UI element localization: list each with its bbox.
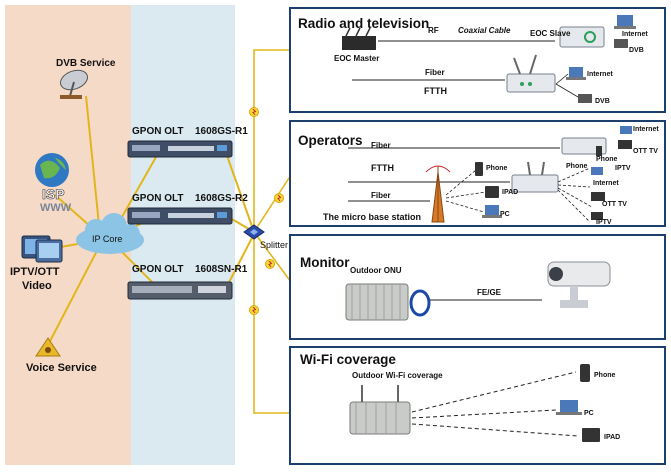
eoc-master-icon (342, 27, 376, 50)
router-icon (506, 54, 556, 93)
operator-dashes (445, 167, 593, 223)
eoc-slave-label: EOC Slave (530, 29, 571, 38)
dvb-service-label: DVB Service (56, 58, 116, 69)
router-icon (561, 137, 607, 155)
tablet-icon (582, 428, 600, 442)
lightning-icon (249, 107, 259, 117)
tv-icon (21, 235, 63, 263)
lightning-icons (249, 107, 284, 315)
internet-label: Internet (593, 180, 619, 187)
ip-core-label: IP Core (92, 234, 123, 244)
voice-service-label: Voice Service (26, 362, 97, 374)
laptop-icon (591, 167, 603, 175)
lightning-icon (265, 259, 275, 269)
outdoor-onu-label: Outdoor ONU (350, 266, 402, 275)
olt-label: GPON OLT (132, 264, 184, 275)
camera-icon (547, 261, 611, 308)
fiber-label: Fiber (371, 141, 391, 150)
cable-coil-icon (409, 289, 431, 317)
phone-icon (475, 162, 483, 176)
panel-title: Monitor (300, 255, 350, 270)
dvb-box-icon (578, 94, 592, 103)
iptv-label: IPTV/OTT (10, 266, 60, 278)
ftth-label: FTTH (371, 163, 394, 173)
trunk-links (253, 49, 292, 414)
ftth-label: FTTH (424, 86, 447, 96)
coax-label: Coaxial Cable (458, 26, 511, 35)
laptop-icon (556, 400, 582, 415)
dvb-label: DVB (629, 47, 644, 54)
cloud-icon (76, 213, 144, 254)
isp-label: ISP (42, 186, 65, 203)
lightning-icon (274, 193, 284, 203)
iptv-label: IPTV (615, 165, 631, 172)
phone-icon (596, 146, 602, 156)
internet-label: Internet (587, 71, 613, 78)
phone-label: Phone (566, 163, 588, 170)
voice-gateway-icon (35, 337, 61, 357)
olt-icon (127, 140, 233, 158)
outdoor-wifi-label: Outdoor Wi-Fi coverage (352, 371, 443, 380)
dvb-box-icon (614, 39, 628, 48)
dvb-label: DVB (595, 98, 610, 105)
phone-label: Phone (486, 165, 508, 172)
onu-icon (349, 385, 411, 435)
tv-icon (591, 192, 605, 201)
panel-radio-tv (289, 7, 666, 113)
iptv-label: IPTV (596, 219, 612, 226)
olt-icon (127, 281, 233, 300)
olt-icon (127, 207, 233, 225)
internet-label: Internet (622, 31, 648, 38)
phone-label: Phone (594, 372, 616, 379)
tower-icon (425, 165, 451, 223)
phone-label: Phone (596, 156, 618, 163)
middle-background (131, 5, 235, 465)
olt-model: 1608SN-R1 (195, 264, 248, 275)
globe-icon (35, 153, 69, 187)
fe-ge-label: FE/GE (477, 288, 502, 297)
panel-title: Operators (298, 133, 363, 148)
ott-tv-label: OTT TV (633, 148, 658, 155)
satellite-dish-icon (59, 69, 89, 99)
panel-title: Radio and television (298, 16, 430, 31)
laptop-icon (482, 205, 502, 218)
splitter-icon (243, 224, 265, 240)
splitter-label: Splitter (260, 240, 289, 250)
onu-icon (345, 283, 409, 321)
router-icon (511, 161, 559, 193)
lightning-icon (249, 305, 259, 315)
phone-icon (580, 364, 590, 382)
rf-label: RF (428, 26, 439, 35)
olt-model: 1608GS-R1 (195, 126, 248, 137)
ipad-label: IPAD (604, 434, 621, 441)
olt-model: 1608GS-R2 (195, 193, 248, 204)
tv-icon (591, 212, 603, 220)
base-station-label: The micro base station (323, 212, 422, 222)
olt-label: GPON OLT (132, 126, 184, 137)
pc-label: PC (500, 211, 510, 218)
laptop-icon (614, 15, 636, 29)
www-label: WWW (40, 202, 72, 214)
router-icon (559, 26, 605, 48)
fiber-label: Fiber (425, 68, 445, 77)
olt-label: GPON OLT (132, 193, 184, 204)
laptop-icon (620, 126, 632, 134)
internet-label: Internet (633, 126, 659, 133)
fiber-label: Fiber (371, 191, 391, 200)
laptop-icon (566, 67, 586, 80)
wifi-dashes (411, 371, 579, 437)
ott-tv-label: OTT TV (602, 201, 627, 208)
tablet-icon (485, 186, 499, 198)
panel-title: Wi-Fi coverage (300, 352, 396, 367)
tv-icon (618, 140, 632, 149)
video-label: Video (22, 280, 52, 292)
pc-label: PC (584, 410, 594, 417)
ipad-label: IPAD (502, 189, 519, 196)
eoc-master-label: EOC Master (334, 54, 380, 63)
